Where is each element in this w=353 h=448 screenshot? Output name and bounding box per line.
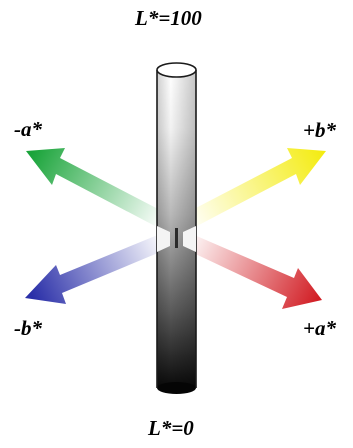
neg-a-star-label: -a* [14, 117, 42, 141]
pos-b-arrow [192, 148, 326, 226]
neg-b-star-label: -b* [14, 316, 42, 340]
neg-a-arrow [26, 148, 160, 226]
l-star-100-label: L*=100 [135, 6, 202, 30]
pos-b-star-label: +b* [303, 118, 336, 142]
center-cross-left [157, 226, 170, 252]
center-cross-right [183, 226, 196, 252]
pos-a-arrow [187, 234, 322, 309]
l-star-0-label: L*=0 [148, 416, 194, 440]
pos-a-star-label: +a* [303, 316, 336, 340]
neg-b-arrow [25, 234, 165, 304]
